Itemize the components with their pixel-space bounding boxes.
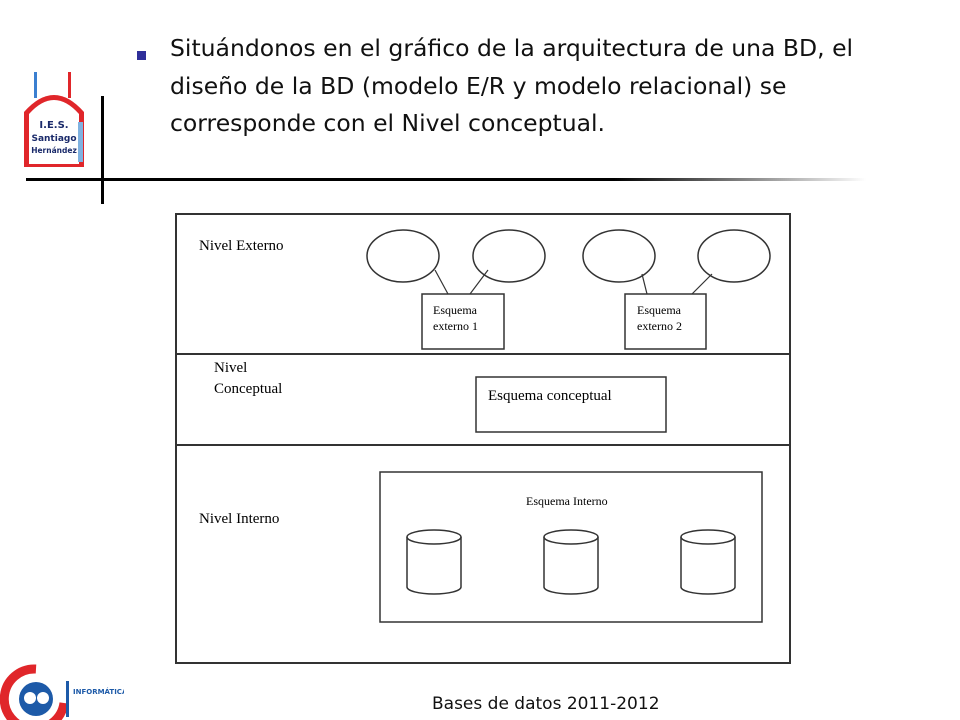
bullet-square [137, 51, 146, 60]
conceptual-schema-box [475, 376, 667, 433]
architecture-diagram: Nivel Externo Esquema externo 1 Esquema … [175, 213, 791, 664]
connector-line [641, 273, 648, 295]
external-schema-2-line1: Esquema [637, 303, 682, 317]
slide-body-text: Situándonos en el gráfico de la arquitec… [170, 34, 854, 137]
external-schema-2-box [624, 293, 707, 350]
footer-text: Bases de datos 2011-2012 [432, 694, 660, 714]
conceptual-level-label-line1: Nivel [214, 360, 247, 376]
logo-disc [19, 682, 53, 716]
svg-text:Santiago: Santiago [31, 134, 76, 144]
external-schema-2-line2: externo 2 [637, 319, 682, 333]
ies-logo: I.E.S. Santiago Hernández [24, 72, 84, 167]
connector-line [691, 273, 713, 295]
external-schema-1-box [421, 293, 505, 350]
svg-text:Hernández: Hernández [31, 146, 77, 155]
external-schema-1-line2: externo 1 [433, 319, 478, 333]
connector-line [434, 269, 449, 295]
external-view-ellipse [697, 229, 771, 283]
internal-level-label: Nivel Interno [199, 511, 279, 527]
title-rule-horizontal [26, 178, 866, 181]
internal-schema-label: Esquema Interno [526, 494, 608, 508]
logo-blue-stripe [34, 72, 37, 98]
external-level-label: Nivel Externo [199, 238, 284, 254]
database-cylinder-icon [543, 529, 599, 595]
external-view-ellipse [366, 229, 440, 283]
title-rule-vertical [101, 96, 104, 204]
logo-red-stripe [68, 72, 71, 98]
database-cylinder-icon [680, 529, 736, 595]
svg-text:I.E.S.: I.E.S. [39, 120, 68, 131]
database-cylinder-icon [406, 529, 462, 595]
informatica-logo: INFORMÁTICA [0, 664, 124, 720]
conceptual-level-label-line2: Conceptual [214, 381, 282, 397]
conceptual-schema-label: Esquema conceptual [488, 388, 612, 404]
connector-line [469, 269, 489, 295]
external-view-ellipse [582, 229, 656, 283]
external-schema-1-line1: Esquema [433, 303, 478, 317]
svg-text:INFORMÁTICA: INFORMÁTICA [73, 687, 124, 696]
external-view-ellipse [472, 229, 546, 283]
logo-ring [0, 664, 69, 720]
